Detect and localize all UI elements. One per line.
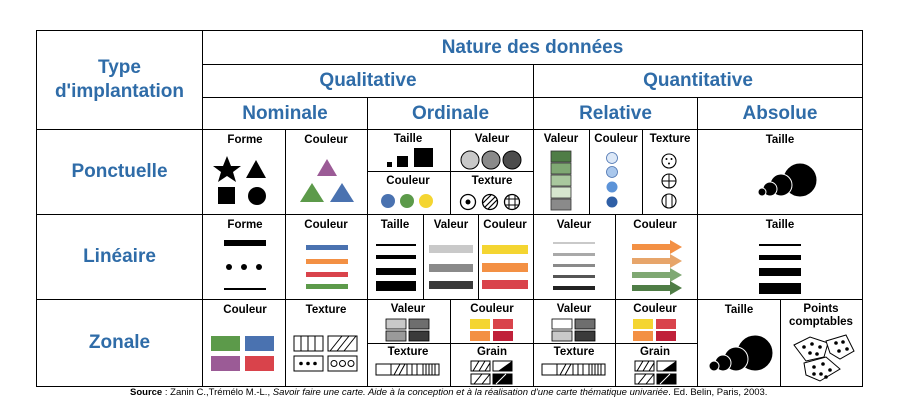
l-rel-couleur-label: Couleur — [633, 219, 677, 231]
z-ord-valeur-label: Valeur — [390, 303, 426, 315]
z-ord-grain-label: Grain — [476, 346, 508, 358]
z-rel-valeur-label: Valeur — [556, 303, 592, 315]
texture-areas-icon — [293, 335, 358, 372]
absolute-line-sizes-icon — [759, 244, 801, 294]
relative-header: Relative — [533, 97, 698, 130]
qualitative-label: Qualitative — [319, 70, 417, 91]
l-ord-taille-label: Taille — [380, 219, 410, 231]
source-title: Savoir faire une carte. Aide à la concep… — [272, 387, 669, 398]
countable-points-dice-icon — [793, 334, 855, 382]
relative-area-grain-icon — [634, 360, 677, 385]
row-zonale: Zonale — [36, 299, 203, 387]
colored-areas-icon — [211, 336, 274, 371]
line-values-icon — [429, 245, 473, 289]
relative-area-values-icon — [551, 318, 596, 342]
p-rel-valeur-label: Valeur — [543, 133, 579, 145]
z-rel-grain-label: Grain — [639, 346, 671, 358]
l-rel-valeur-label: Valeur — [556, 219, 592, 231]
z-abs-taille-label: Taille — [724, 304, 754, 316]
quantitative-label: Quantitative — [643, 70, 753, 91]
z-nom-couleur-label: Couleur — [223, 304, 267, 316]
line-sizes-icon — [376, 244, 416, 291]
ponctuelle-label: Ponctuelle — [71, 161, 168, 182]
area-grain-icon — [470, 360, 513, 385]
z-abs-points-comptables-label: Points comptables — [789, 303, 853, 328]
p-ord-taille-label: Taille — [393, 133, 423, 145]
p-rel-couleur-label: Couleur — [594, 133, 638, 145]
row-lineaire: Linéaire — [36, 214, 203, 300]
absolue-label: Absolue — [742, 102, 818, 124]
relative-area-color-ramp-icon — [633, 319, 676, 341]
area-texture-ramp-icon — [375, 363, 440, 376]
p-rel-texture-label: Texture — [649, 133, 691, 145]
area-values-icon — [385, 318, 430, 342]
source-authors: : Zanin C.,Trémélo M.-L., — [162, 387, 273, 398]
l-nom-forme-label: Forme — [227, 219, 263, 231]
type-implantation-header: Type d'implantation — [36, 30, 203, 130]
color-arrows-icon — [632, 240, 682, 295]
zonale-label: Zonale — [88, 332, 151, 353]
source-publisher: . Ed. Belin, Paris, 2003. — [668, 387, 768, 398]
nominale-header: Nominale — [202, 97, 368, 130]
ordinale-label: Ordinale — [411, 102, 490, 124]
line-color-ramp-icon — [482, 245, 528, 289]
lineaire-label: Linéaire — [83, 246, 156, 267]
nature-donnees-label: Nature des données — [441, 36, 624, 58]
star-triangle-square-circle-icon — [213, 156, 266, 205]
l-ord-couleur-label: Couleur — [483, 219, 527, 231]
p-ord-texture-label: Texture — [471, 175, 513, 187]
texture-circles-icon — [459, 193, 521, 211]
p-ord-couleur-label: Couleur — [386, 175, 430, 187]
grid-body — [202, 129, 863, 387]
relative-label: Relative — [579, 102, 652, 124]
type-implantation-label: Type d'implantation — [54, 57, 185, 102]
z-ord-couleur-label: Couleur — [470, 303, 514, 315]
z-rel-texture-label: Texture — [553, 346, 595, 358]
area-color-ramp-icon — [470, 319, 513, 341]
p-nom-forme-label: Forme — [227, 134, 263, 146]
nature-donnees-header: Nature des données — [202, 30, 863, 65]
z-rel-couleur-label: Couleur — [633, 303, 677, 315]
source-prefix: Source — [130, 387, 163, 398]
line-forms-icon — [224, 240, 266, 290]
value-ramp-squares-icon — [550, 150, 572, 211]
size-squares-icon — [387, 148, 433, 167]
l-nom-couleur-label: Couleur — [304, 219, 348, 231]
colored-lines-icon — [306, 245, 348, 289]
l-abs-taille-label: Taille — [765, 219, 795, 231]
absolue-header: Absolue — [697, 97, 863, 130]
nominale-label: Nominale — [242, 102, 328, 124]
l-ord-valeur-label: Valeur — [433, 219, 469, 231]
colored-triangles-icon — [300, 159, 354, 202]
p-ord-valeur-label: Valeur — [474, 133, 510, 145]
quantitative-header: Quantitative — [533, 64, 863, 98]
z-nom-texture-label: Texture — [305, 304, 347, 316]
colored-dots-icon — [381, 194, 433, 208]
area-proportional-circles-icon — [708, 334, 774, 372]
blue-ramp-dots-icon — [606, 152, 618, 208]
p-abs-taille-label: Taille — [765, 134, 795, 146]
relative-line-values-icon — [553, 242, 595, 290]
texture-ramp-circles-icon — [661, 153, 677, 209]
ordinale-header: Ordinale — [367, 97, 534, 130]
z-ord-texture-label: Texture — [387, 346, 429, 358]
proportional-circles-icon — [757, 162, 818, 198]
source-citation: Source : Zanin C.,Trémélo M.-L., Savoir … — [130, 387, 767, 398]
value-circles-icon — [460, 150, 522, 170]
row-ponctuelle: Ponctuelle — [36, 129, 203, 215]
relative-area-texture-icon — [541, 363, 606, 376]
p-nom-couleur-label: Couleur — [304, 134, 348, 146]
